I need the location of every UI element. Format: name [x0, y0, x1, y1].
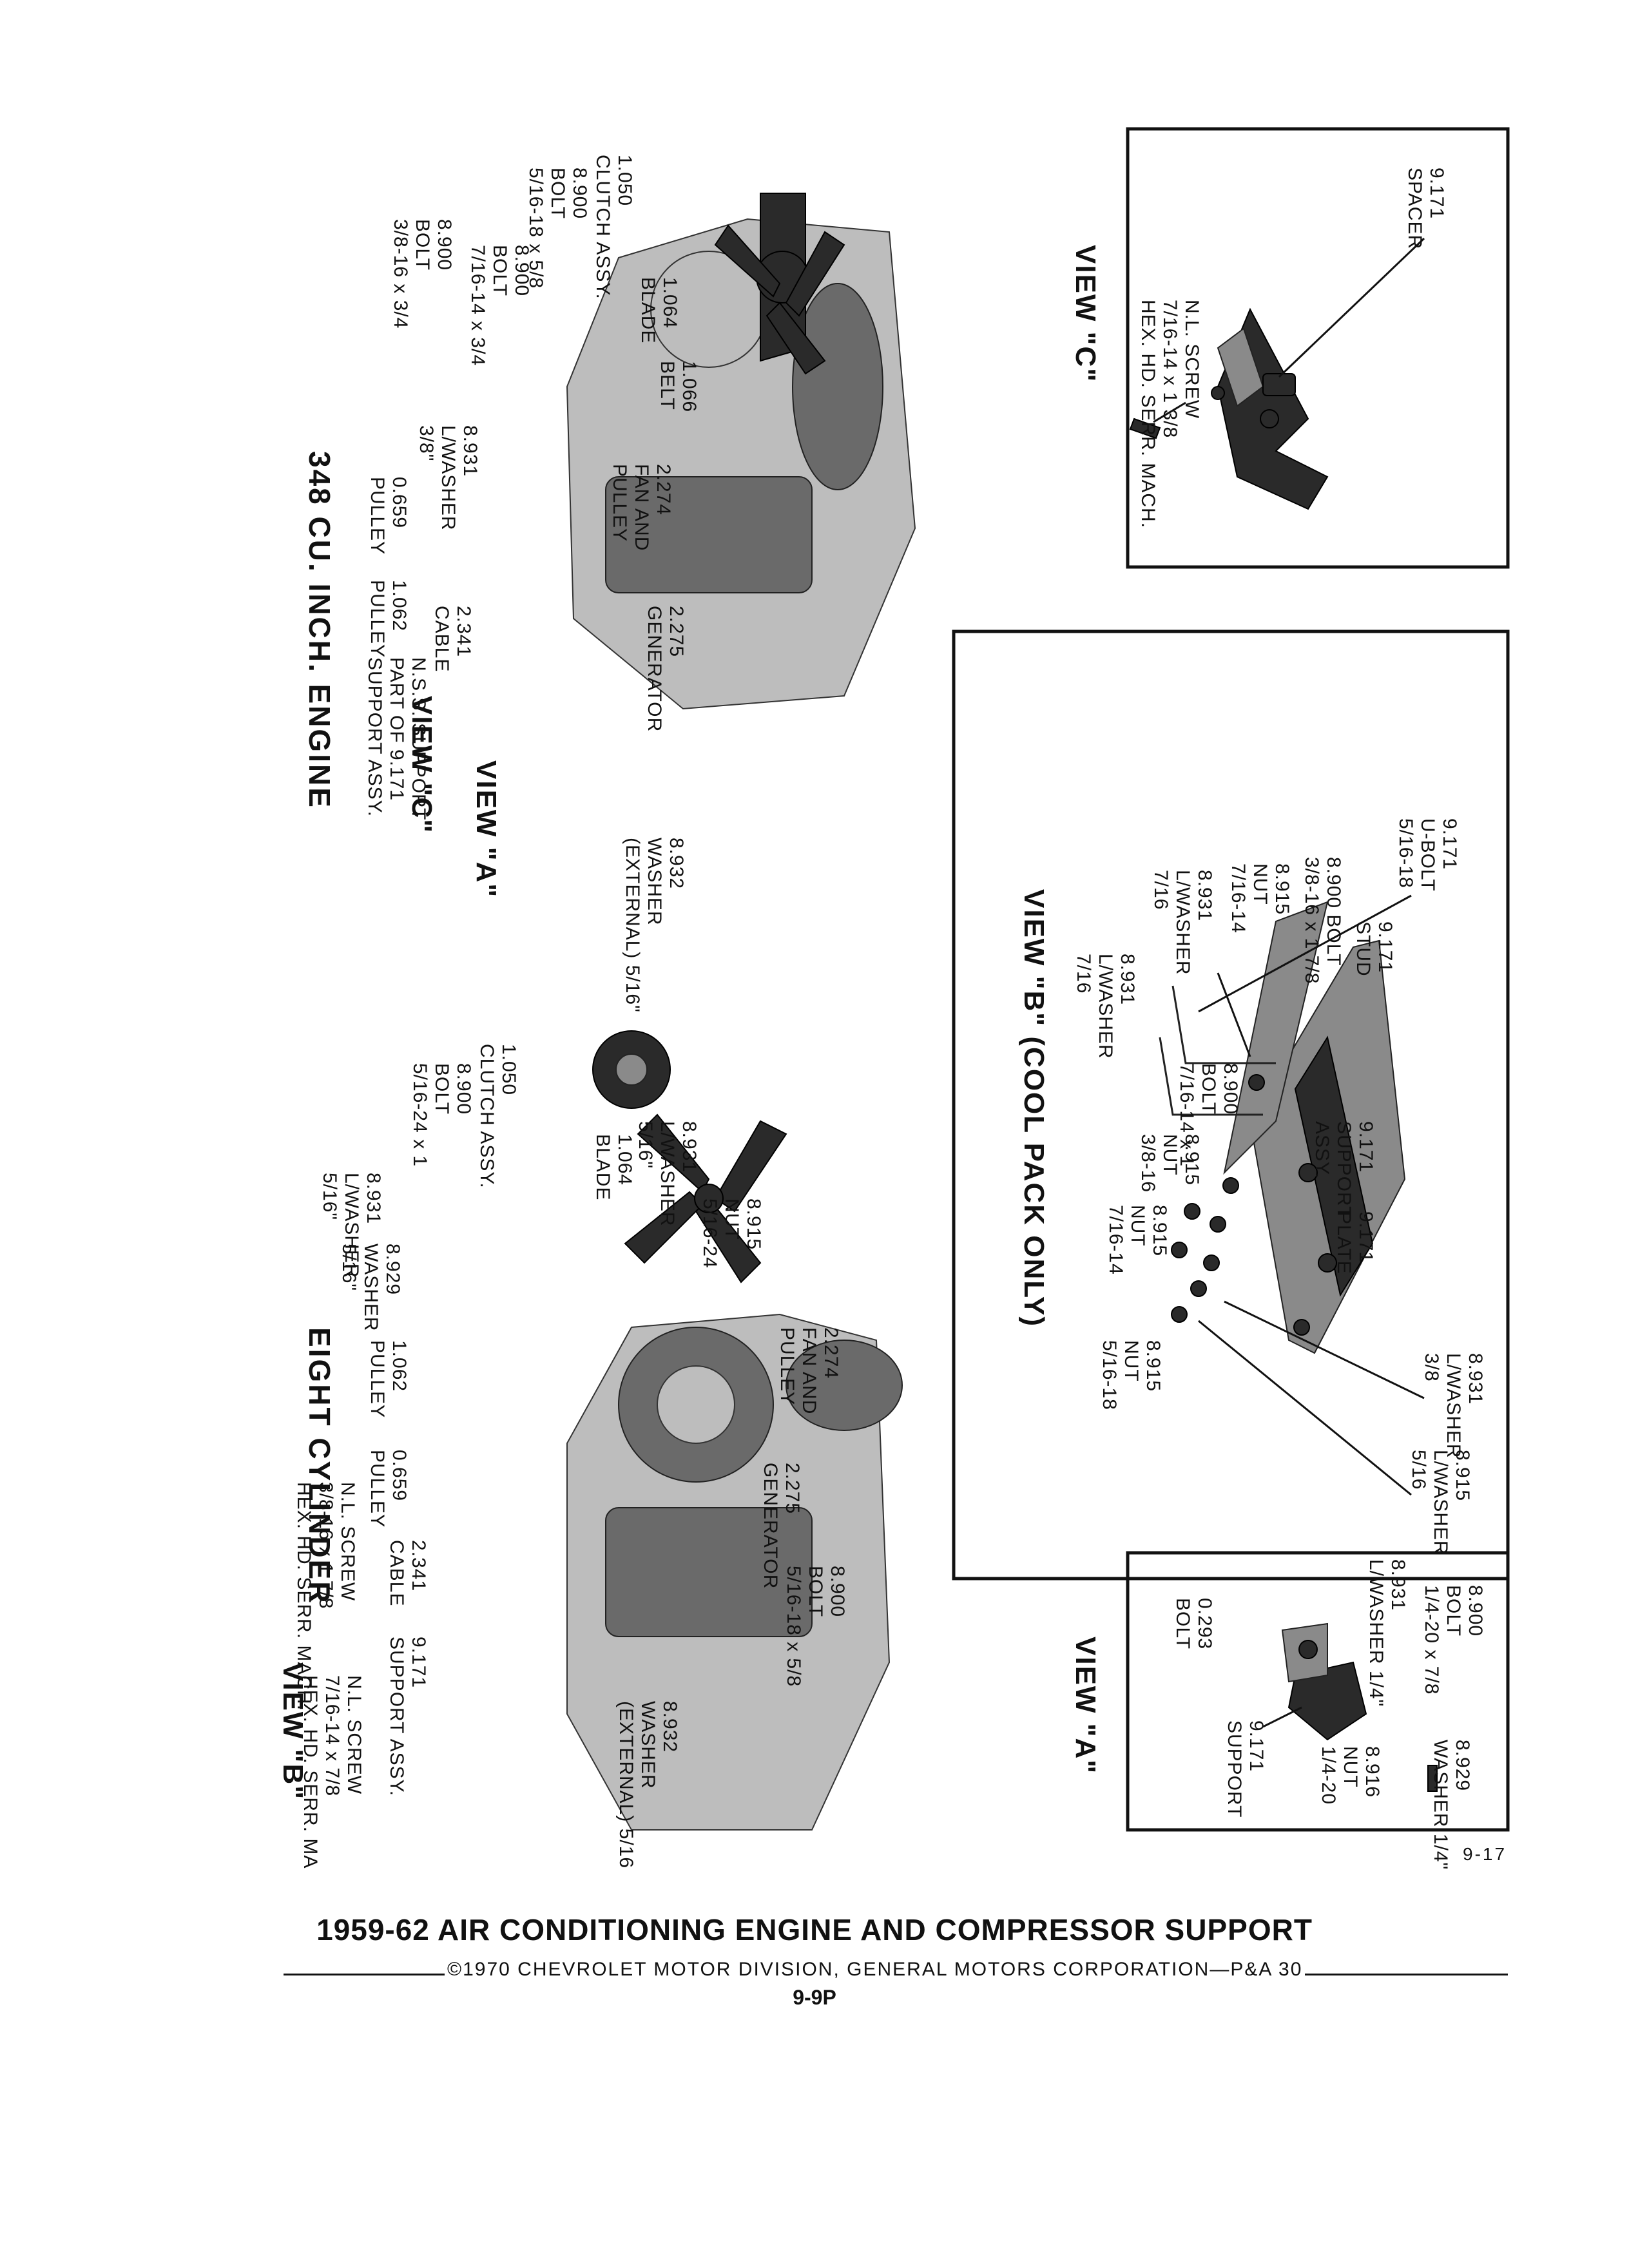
e8-label-washer: 8.929 WASHER 5/16" — [338, 1244, 403, 1338]
view-b-label-support: 9.171 SUPPORT ASSY. — [1311, 1121, 1376, 1224]
e348-label-bolt-716: 8.900 BOLT 7/16-14 x 3/4 — [467, 245, 532, 366]
view-b-label-nut-716-b: 8.915 NUT 7/16-14 — [1105, 1205, 1170, 1275]
e8-caption: EIGHT CYLINDER — [303, 1327, 336, 1604]
view-c-label-screw: N.L. SCREW 7/16-14 x 1 3/8 HEX. HD. SERR… — [1137, 300, 1202, 528]
copyright-row: ©1970 CHEVROLET MOTOR DIVISION, GENERAL … — [284, 1955, 1508, 1981]
view-c-bracket-illustration — [1129, 307, 1329, 510]
e8-label-blade: 1.064 BLADE — [592, 1134, 635, 1200]
view-b-label-lwasher-516: 8.915 L/WASHER 5/16 — [1408, 1450, 1473, 1561]
e8-label-pulley-1062: 1.062 PULLEY — [367, 1340, 410, 1418]
view-a-label-bolt293: 0.293 BOLT — [1172, 1598, 1215, 1655]
e348-label-clutch: 1.050 CLUTCH ASSY. — [592, 155, 635, 300]
view-a-box — [1126, 1551, 1510, 1832]
copyright-rule-left — [284, 1974, 445, 1975]
view-c-label-spacer: 9.171 SPACER — [1404, 168, 1447, 249]
view-b-title: VIEW "B" (COOL PACK ONLY) — [1018, 889, 1050, 1327]
e8-label-lwasher-b: 8.931 L/WASHER 5/16" — [319, 1173, 384, 1284]
view-c-leader-screw — [1153, 401, 1186, 423]
view-b-label-nut-38: 8.915 NUT 3/8-16 — [1137, 1134, 1202, 1193]
engine8-clutch — [592, 1030, 671, 1109]
e348-caption: 348 CU. INCH. ENGINE — [303, 451, 336, 809]
e348-label-pulley-1062: 1.062 PULLEY — [367, 580, 410, 658]
e348-label-fan: 2.274 FAN AND PULLEY — [609, 464, 674, 557]
view-b-leader-lwasher-38 — [1224, 1300, 1425, 1399]
copyright-text: ©1970 CHEVROLET MOTOR DIVISION, GENERAL … — [447, 1959, 1303, 1980]
view-b-label-bolt-long: 8.900 BOLT 3/8-16 x 1 7/8 — [1301, 857, 1344, 984]
view-b-label-ubolt: 9.171 U-BOLT 5/16-18 — [1395, 818, 1460, 898]
e348-view-c-ref: VIEW "C" — [406, 696, 438, 834]
view-b-leader-lwasher — [1217, 972, 1251, 1057]
view-b-label-lwasher-716-b: 8.931 L/WASHER 7/16 — [1073, 954, 1138, 1065]
e8-label-clutch: 1.050 CLUTCH ASSY. — [476, 1044, 519, 1189]
e8-label-pulley-0659: 0.659 PULLEY — [367, 1450, 410, 1528]
view-a-label-support: 9.171 SUPPORT — [1224, 1720, 1267, 1818]
e348-label-bolt-516: 8.900 BOLT 5/16-18 x 5/8 — [525, 168, 590, 289]
view-a-label-lwasher: 8.931 L/WASHER 1/4" — [1365, 1559, 1409, 1707]
view-c-box — [1126, 127, 1510, 569]
engine-348-fan-blade — [714, 224, 845, 375]
engine-348-illustration — [566, 193, 916, 710]
engine8-fan-blade — [624, 1113, 787, 1283]
e8-label-screw-38: N.L. SCREW 3/8-16 x 1 7/8 HEX. HD. SERR.… — [293, 1482, 358, 1711]
copyright-rule-right — [1305, 1974, 1508, 1975]
e348-label-belt: 1.066 BELT — [657, 361, 700, 418]
e348-view-a-ref: VIEW "A" — [470, 760, 502, 898]
e348-label-washer-ext: 8.932 WASHER (EXTERNAL) 5/16" — [622, 838, 687, 1013]
view-b-leader-ubolt — [1198, 894, 1412, 1013]
view-b-nuts-cluster — [1171, 1177, 1239, 1323]
e348-label-generator: 2.275 GENERATOR — [644, 606, 687, 732]
rotated-diagram-area: N.L. SCREW 7/16-14 x 1 3/8 HEX. HD. SERR… — [258, 116, 1521, 1869]
view-b-label-lwasher-38: 8.931 L/WASHER 3/8 — [1421, 1353, 1486, 1465]
e8-label-cable: 2.341 CABLE — [386, 1540, 429, 1606]
page-reference: 9-9P — [793, 1986, 836, 2009]
view-a-leader-support — [1262, 1706, 1302, 1728]
engine8-illustration — [566, 1313, 903, 1831]
e8-label-bolt-gen: 8.900 BOLT 5/16-18 x 5/8 — [783, 1566, 848, 1687]
e8-view-b-ref: VIEW "B" — [277, 1662, 309, 1800]
e8-label-fan: 2.274 FAN AND PULLEY — [776, 1327, 842, 1421]
e8-label-lwasher: 8.931 L/WASHER 5/16" — [635, 1121, 700, 1233]
view-a-label-bolt: 8.900 BOLT 1/4-20 x 7/8 — [1421, 1585, 1486, 1695]
view-b-leader-lwasher-516 — [1198, 1320, 1412, 1496]
view-b-label-nut-516: 8.915 NUT 5/16-18 — [1099, 1340, 1164, 1410]
view-b-label-plate: 9.171 PLATE — [1333, 1211, 1376, 1274]
e8-label-nut: 8.915 NUT 5/16-24 — [699, 1198, 764, 1269]
e8-label-bolt-516: 8.900 BOLT 5/16-24 x 1 — [409, 1063, 474, 1167]
e8-label-support: 9.171 SUPPORT ASSY. — [386, 1637, 429, 1796]
page-title: 1959-62 AIR CONDITIONING ENGINE AND COMP… — [316, 1913, 1313, 1946]
e8-label-generator: 2.275 GENERATOR — [760, 1463, 803, 1589]
view-b-label-bolt-716: 8.900 BOLT 7/16-14 x 1 — [1176, 1063, 1241, 1167]
view-c-title: VIEW "C" — [1070, 245, 1101, 383]
e348-label-lwasher: 8.931 L/WASHER 3/8" — [416, 425, 481, 537]
e348-label-bolt-38: 8.900 BOLT 3/8-16 x 3/4 — [390, 219, 455, 329]
view-a-support-illustration — [1281, 1622, 1438, 1792]
view-b-label-stud: 9.171 STUD — [1353, 921, 1396, 979]
e348-label-nss: N.S.S. SUPPORT PART OF 9.171 SUPPORT ASS… — [364, 657, 429, 826]
view-a-label-nut: 8.916 NUT 1/4-20 — [1318, 1746, 1383, 1805]
page-number: 9-17 — [1463, 1844, 1507, 1864]
view-a-title: VIEW "A" — [1070, 1637, 1101, 1774]
e8-label-washer-ext: 8.932 WASHER (EXTERNAL) 5/16" — [615, 1701, 680, 1869]
view-b-label-nut-716: 8.915 NUT 7/16-14 — [1228, 863, 1293, 934]
e348-label-pulley-0659: 0.659 PULLEY — [367, 477, 410, 555]
parts-diagram: N.L. SCREW 7/16-14 x 1 3/8 HEX. HD. SERR… — [277, 127, 1510, 1869]
view-b-box — [952, 629, 1510, 1581]
e8-label-screw-716: N.L. SCREW 7/16-14 x 7/8 HEX. HD. SERR. … — [300, 1675, 365, 1869]
e348-label-cable: 2.341 CABLE — [431, 606, 474, 672]
view-b-plate-illustration — [1159, 901, 1406, 1354]
view-a-label-washer: 8.929 WASHER 1/4" — [1430, 1740, 1473, 1869]
view-c-spacer — [1262, 373, 1296, 396]
view-c-leader-spacer — [1278, 237, 1425, 378]
view-b-label-lwasher-716: 8.931 L/WASHER 7/16 — [1150, 870, 1215, 981]
e348-label-blade: 1.064 BLADE — [637, 277, 680, 343]
